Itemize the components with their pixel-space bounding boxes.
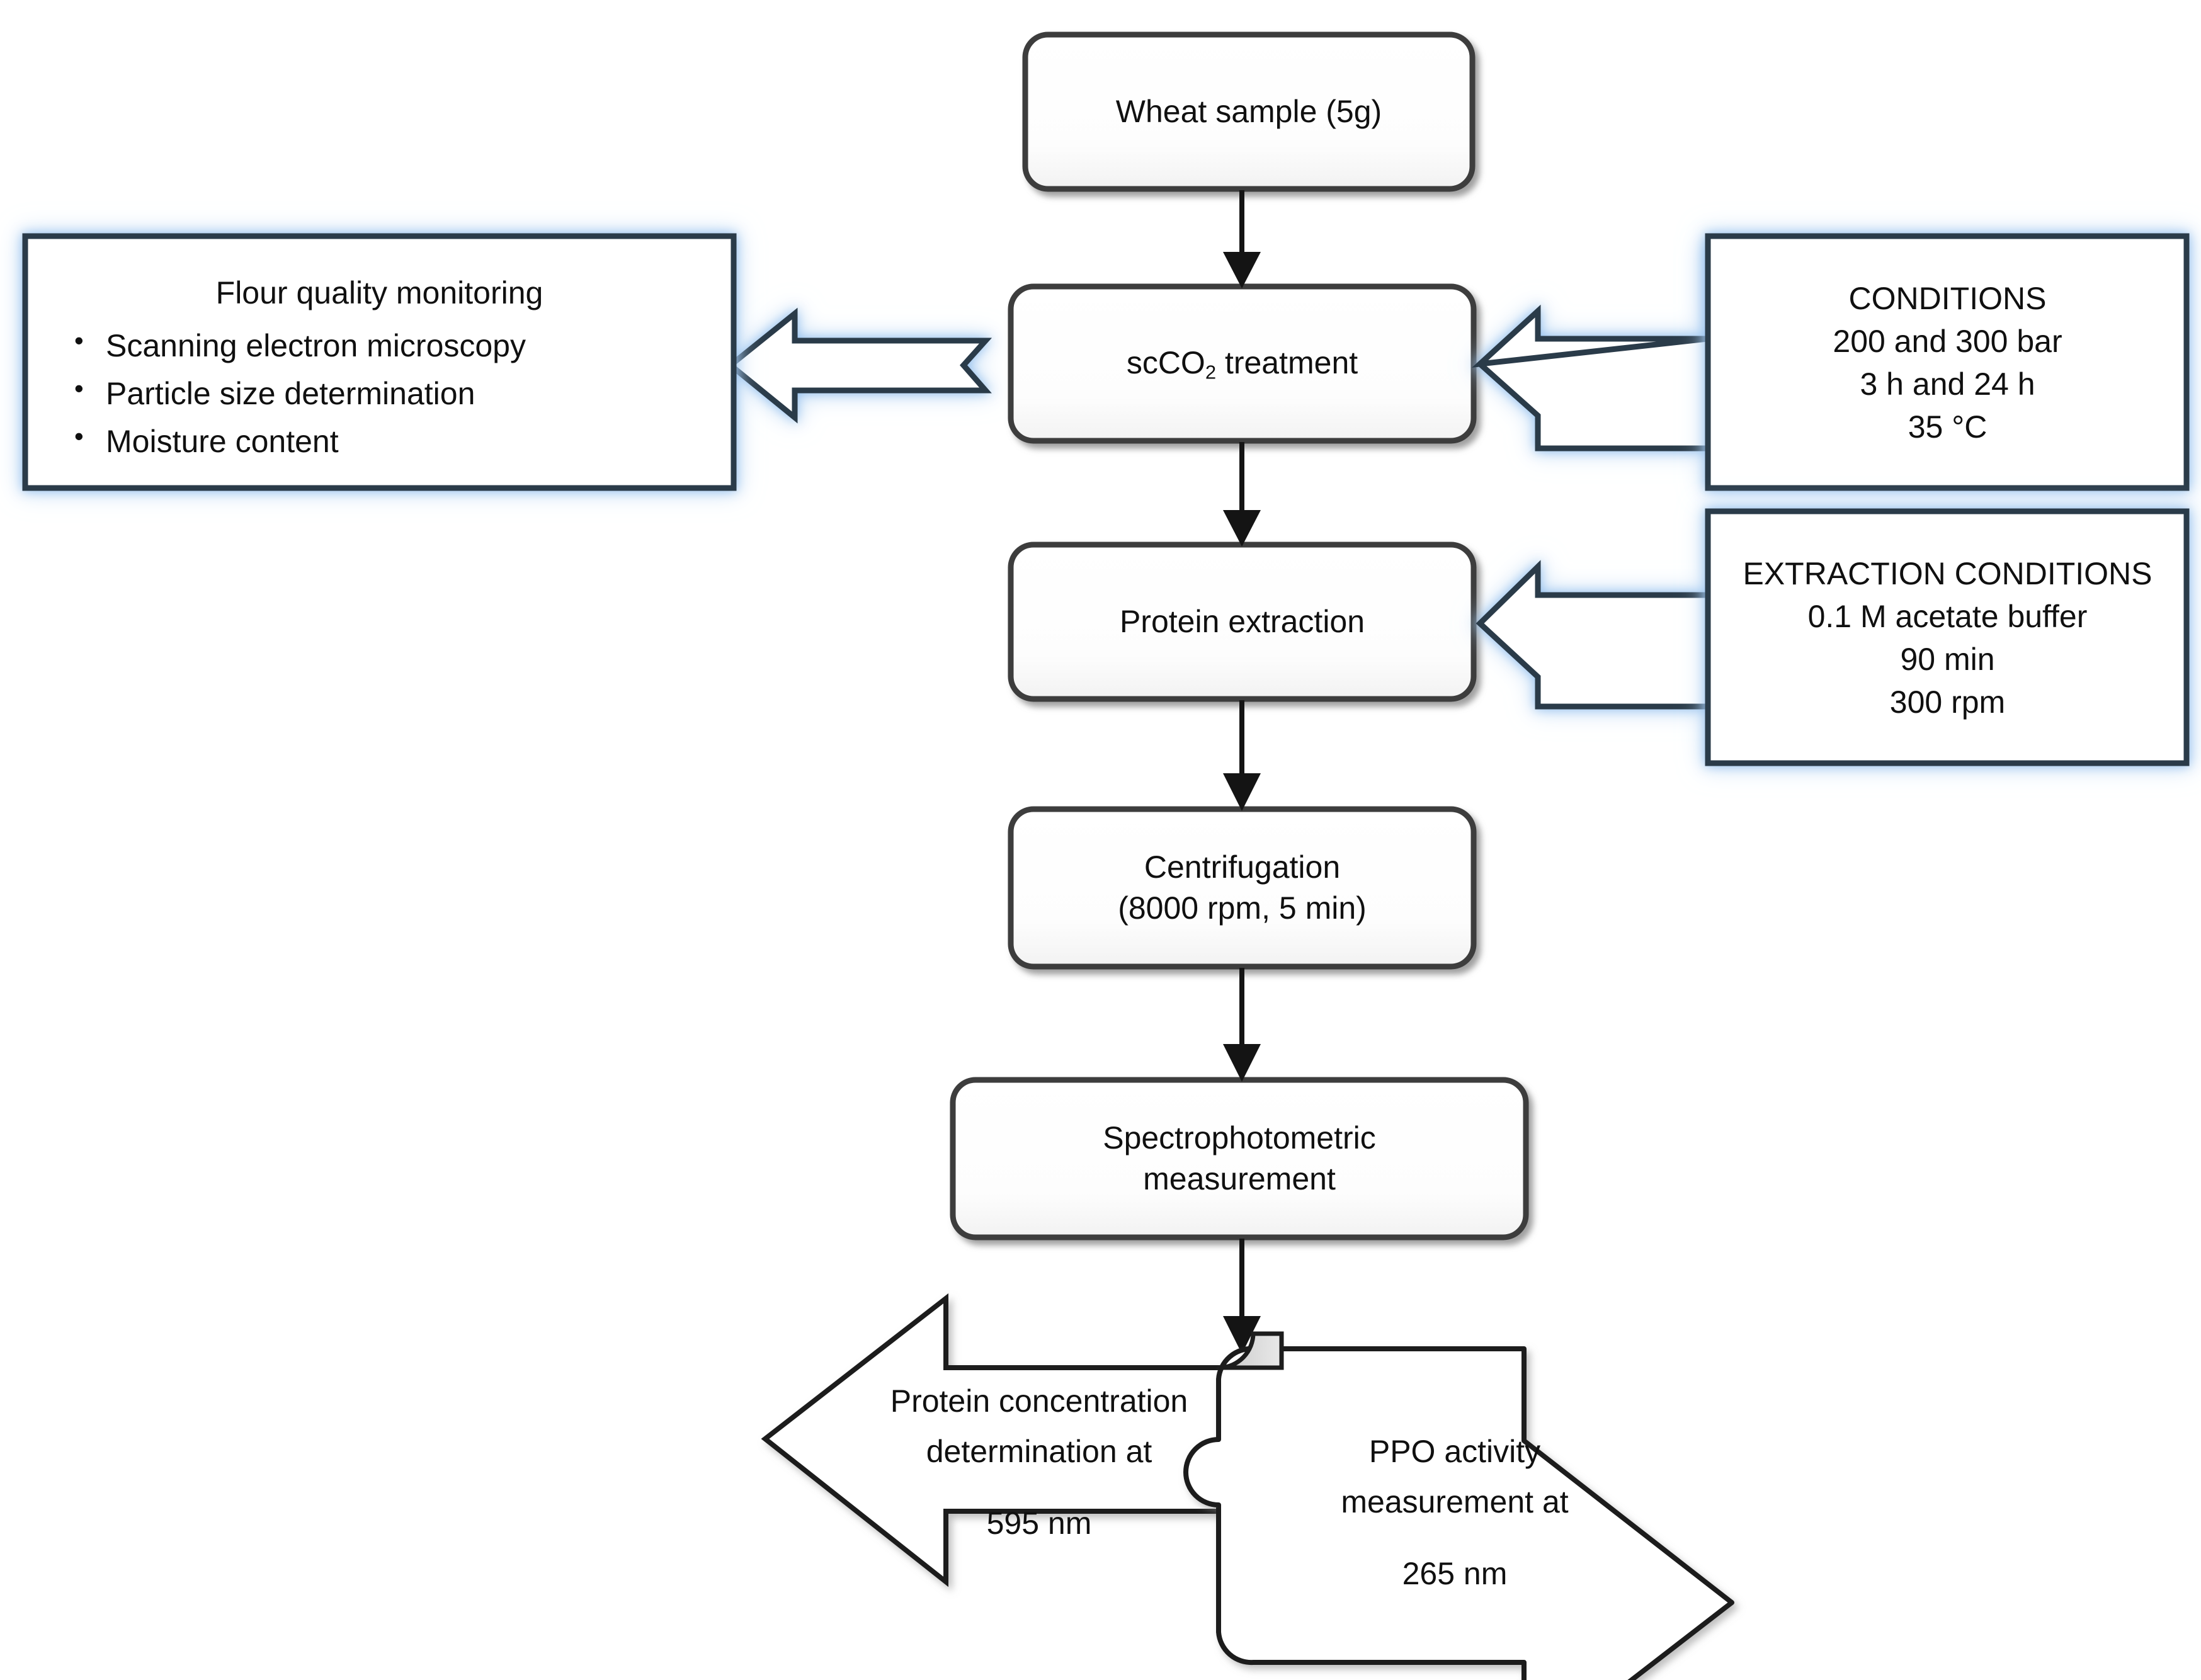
list-item: Particle size determination (69, 370, 721, 416)
extraction-conditions-line-2: 90 min (1900, 642, 1995, 677)
conditions-content: CONDITIONS 200 and 300 bar 3 h and 24 h … (1713, 277, 2182, 448)
ppo-line1: PPO activity (1368, 1434, 1541, 1469)
list-item: Scanning electron microscopy (69, 322, 721, 368)
ppo-wavelength: 265 nm (1402, 1556, 1508, 1591)
connector-scco2-to-protein-extraction (1223, 442, 1261, 547)
extraction-conditions-line-3: 300 rpm (1889, 684, 2006, 720)
output-label-ppo-activity: PPO activity measurement at 265 nm (1260, 1426, 1650, 1599)
conditions-line-3: 35 °C (1908, 409, 1988, 445)
process-box-spectrophotometric-measurement (950, 1077, 1529, 1240)
callout-box-conditions (1705, 233, 2190, 491)
connector-spectrophotometric-to-outputs (1223, 1239, 1261, 1354)
protein-conc-wavelength: 595 nm (986, 1506, 1092, 1541)
block-arrow-to-flour-quality (725, 307, 992, 424)
extraction-conditions-content: EXTRACTION CONDITIONS 0.1 M acetate buff… (1713, 552, 2182, 724)
block-arrow-extraction-conditions-to-protein (1476, 560, 1713, 710)
process-box-scco2-treatment (1008, 283, 1477, 444)
conditions-title: CONDITIONS (1848, 281, 2047, 316)
output-label-protein-concentration: Protein concentration determination at 5… (838, 1376, 1241, 1548)
spacer (1260, 1527, 1650, 1548)
process-box-centrifugation (1008, 806, 1477, 970)
connector-centrifugation-to-spectrophotometric (1223, 968, 1261, 1082)
process-box-protein-extraction (1008, 542, 1477, 702)
protein-conc-line1: Protein concentration (890, 1383, 1188, 1419)
conditions-line-2: 3 h and 24 h (1860, 366, 2035, 402)
process-box-wheat-sample (1022, 31, 1476, 192)
conditions-line-1: 200 and 300 bar (1833, 324, 2062, 359)
connector-protein-extraction-to-centrifugation (1223, 700, 1261, 811)
extraction-conditions-title: EXTRACTION CONDITIONS (1743, 556, 2153, 591)
connector-wheat-to-scco2 (1223, 190, 1261, 288)
flour-quality-content: Flour quality monitoring Scanning electr… (38, 271, 721, 467)
list-item: Moisture content (69, 418, 721, 463)
callout-box-extraction-conditions (1705, 508, 2190, 766)
extraction-conditions-line-1: 0.1 M acetate buffer (1807, 599, 2088, 634)
protein-conc-line2: determination at (926, 1434, 1152, 1469)
flour-quality-list: Scanning electron microscopy Particle si… (38, 322, 721, 463)
spacer (838, 1477, 1241, 1498)
block-arrow-conditions-to-scco2 (1471, 246, 1713, 451)
arrow-overlap-fold (1220, 1331, 1284, 1370)
ppo-line2: measurement at (1341, 1484, 1569, 1519)
flour-quality-title: Flour quality monitoring (215, 275, 543, 310)
